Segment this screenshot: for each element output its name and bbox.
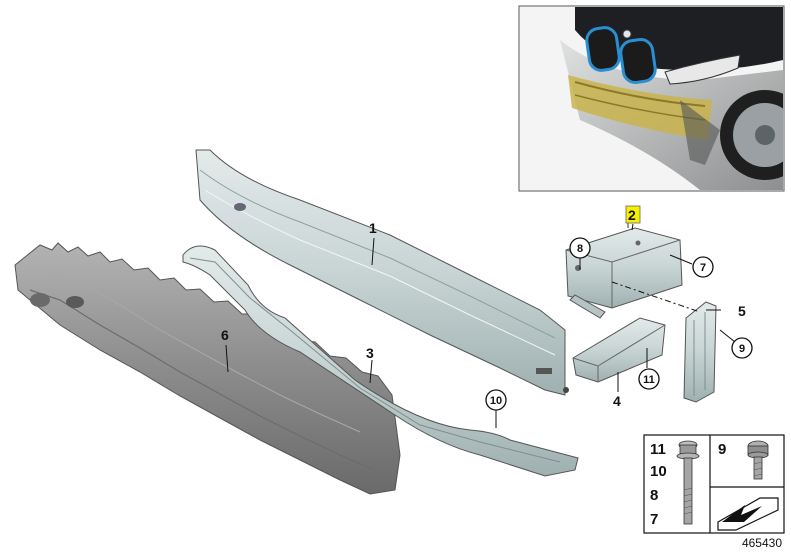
legend-number-11: 11	[650, 441, 666, 458]
callout-9: 9	[739, 343, 745, 355]
callout-11: 11	[643, 374, 655, 386]
callout-8: 8	[577, 243, 583, 255]
legend-number-9: 9	[718, 441, 726, 458]
vehicle-inset	[518, 5, 785, 192]
legend-number-7: 7	[650, 511, 658, 528]
callout-7-circle: 7	[692, 256, 714, 278]
callout-4: 4	[613, 393, 621, 409]
legend-number-8: 8	[650, 487, 658, 504]
part-4-deformation-element	[572, 317, 666, 383]
reference-number: 465430	[742, 536, 782, 550]
short-screw-icon	[747, 440, 769, 480]
callout-10: 10	[490, 395, 502, 407]
fastener-legend: 11 10 8 7 9	[643, 434, 785, 534]
kidney-grille-right	[619, 38, 657, 84]
callout-2: 2	[628, 207, 636, 223]
callout-3: 3	[366, 345, 374, 361]
part-1-bumper-carrier	[195, 149, 569, 396]
callout-2-highlight	[625, 205, 641, 224]
headlight	[664, 54, 741, 85]
badge-icon	[622, 29, 632, 39]
replace-arrow-icon	[717, 497, 779, 531]
callout-5: 5	[738, 303, 746, 319]
part-3-lower-profile	[182, 245, 579, 477]
long-bolt-icon	[676, 440, 700, 525]
bumper-carrier-highlight	[568, 75, 712, 140]
assembly-line	[611, 281, 701, 313]
callout-8-circle: 8	[569, 237, 591, 259]
part-2-crash-box	[565, 216, 683, 319]
callout-1: 1	[369, 220, 377, 236]
callout-6: 6	[221, 327, 229, 343]
callout-10-circle: 10	[485, 389, 507, 411]
legend-number-10: 10	[650, 463, 667, 480]
kidney-grille-left	[585, 26, 621, 72]
part-5-bracket	[683, 301, 717, 403]
callout-11-circle: 11	[638, 368, 660, 390]
callout-7: 7	[700, 262, 706, 274]
callout-9-circle: 9	[731, 337, 753, 359]
